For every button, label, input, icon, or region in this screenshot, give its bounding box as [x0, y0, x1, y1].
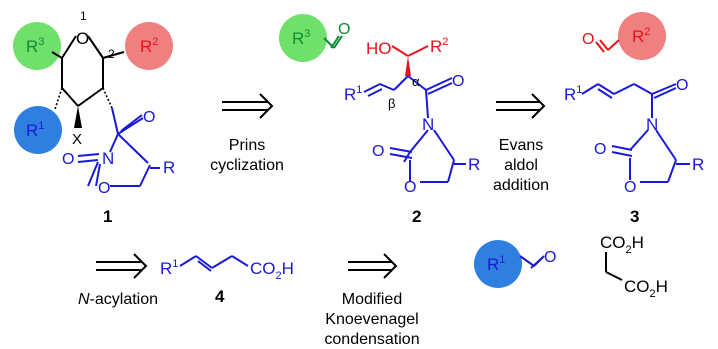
oxazolidinone-1 [77, 107, 151, 187]
r2-ball [125, 22, 173, 70]
c1-r3: R3 [26, 36, 44, 56]
c1-r1: R1 [26, 120, 44, 140]
c2-r1: R1 [344, 84, 362, 104]
malonic-acid: CO2H CO2H [600, 233, 668, 300]
c4-r1: R1 [160, 258, 178, 278]
wedge-bond-x [74, 106, 82, 128]
r2-reagent-ball [618, 12, 666, 60]
c1-r2: R2 [140, 36, 158, 56]
c3-ring-carbonyl-o: O [594, 141, 606, 158]
c3-number: 3 [630, 207, 639, 226]
malonic-co2h-top: CO2H [600, 233, 644, 256]
c2-beta: β [388, 96, 395, 111]
malonic-co2h-bottom: CO2H [624, 277, 668, 300]
c2-n: N [422, 115, 434, 134]
c1-ring-carbonyl-o: O [62, 151, 74, 168]
c3-n: N [646, 115, 658, 134]
c1-ring-o2: O [98, 180, 110, 197]
svg-text:O: O [582, 31, 594, 48]
aldehyde-r3: R3 O [279, 14, 350, 62]
c3-r1: R1 [564, 84, 582, 104]
retro-arrow-acylation [96, 253, 148, 279]
prins-label-2: cyclization [210, 157, 284, 174]
retro-arrow-prins [222, 93, 274, 119]
c4-number: 4 [215, 287, 225, 306]
knoevenagel-label-3: condensation [324, 331, 419, 348]
c3-ring-o: O [624, 179, 636, 196]
svg-text:O: O [338, 21, 350, 38]
c1-x: X [72, 131, 82, 148]
evans-label-2: aldol [504, 157, 538, 174]
c2-ring-carbonyl-o: O [372, 143, 384, 160]
compound-4: R1 CO2H 4 [160, 255, 294, 306]
svg-text:R2: R2 [632, 26, 650, 46]
svg-text:O: O [544, 249, 556, 266]
compound-1: O 1 2 R3 R2 R1 X O N O O R 1 [13, 9, 175, 226]
knoevenagel-label-2: Knoevenagel [325, 311, 418, 328]
retro-arrow-knoevenagel [348, 253, 398, 279]
c1-pos2: 2 [108, 47, 115, 61]
pyran-ring [51, 35, 125, 107]
knoevenagel-label-1: Modified [342, 291, 402, 308]
retro-arrow-evans [496, 93, 546, 119]
c2-ring-o: O [404, 179, 416, 196]
aldehyde-r2: R2 O [582, 12, 666, 60]
svg-text:R1: R1 [487, 254, 505, 274]
c1-r: R [163, 158, 175, 177]
compound-2: HO R2 α β R1 O N O O R 2 [344, 36, 480, 226]
c4-co2h: CO2H [250, 259, 294, 282]
compound-3: R1 O N O O R 3 [564, 77, 704, 226]
r1-ball [14, 106, 62, 154]
r3-reagent-ball [279, 14, 327, 62]
c1-carbonyl-o: O [143, 109, 155, 126]
c2-number: 2 [412, 207, 421, 226]
c2-r: R [468, 155, 480, 174]
c1-ring-o: O [76, 29, 89, 48]
r3-ball [13, 22, 61, 70]
c2-r2: R2 [430, 36, 448, 56]
c1-number: 1 [103, 207, 112, 226]
evans-label-3: addition [493, 177, 549, 194]
c1-pos1: 1 [80, 9, 87, 23]
c2-carbonyl-o: O [452, 73, 464, 90]
acylation-label: N-acylation [78, 291, 158, 308]
svg-text:R3: R3 [292, 28, 310, 48]
c2-alpha: α [412, 74, 420, 89]
evans-label-1: Evans [499, 137, 543, 154]
r1-reagent-ball [474, 240, 522, 288]
c3-carbonyl-o: O [676, 77, 688, 94]
aldehyde-r1: R1 O [474, 240, 556, 288]
prins-label-1: Prins [229, 137, 265, 154]
c3-r: R [692, 155, 704, 174]
c2-ho: HO [366, 39, 392, 58]
c1-n: N [102, 149, 114, 168]
